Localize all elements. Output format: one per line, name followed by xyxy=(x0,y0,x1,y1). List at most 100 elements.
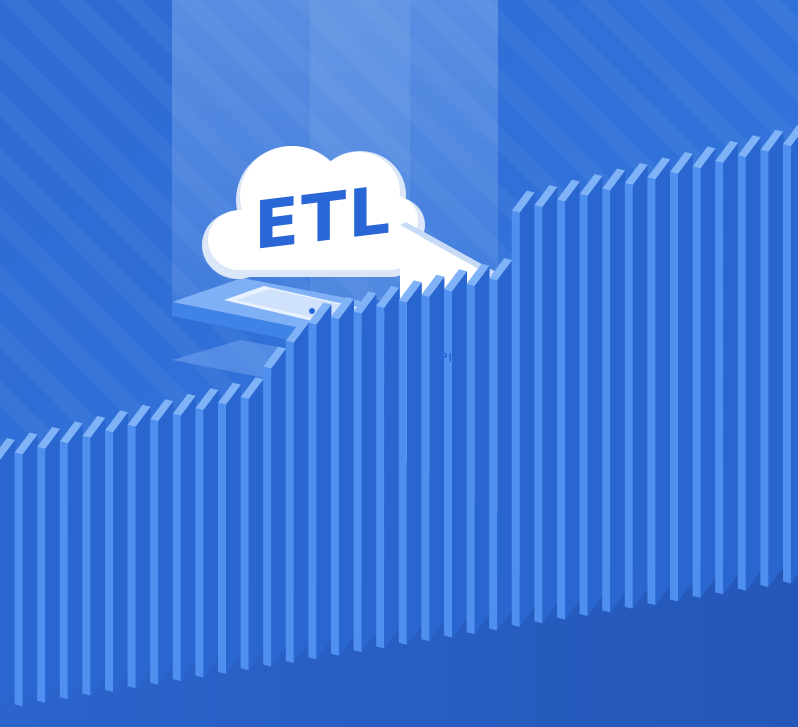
fin-top xyxy=(783,124,798,147)
fin-top xyxy=(421,274,445,297)
fin-side xyxy=(90,417,106,696)
fin-side xyxy=(610,170,626,613)
fin-face xyxy=(150,419,159,685)
fin-top xyxy=(376,285,400,308)
fin-side xyxy=(452,271,467,638)
fin-top xyxy=(647,157,671,180)
fin-top xyxy=(489,258,513,281)
fin-face xyxy=(624,182,633,609)
fin-side xyxy=(113,412,128,692)
fin-face xyxy=(127,424,136,689)
fin-face xyxy=(602,188,611,613)
fin-side xyxy=(135,406,151,689)
fin-side xyxy=(542,187,558,624)
fin-top xyxy=(14,432,38,455)
fin-side xyxy=(406,282,422,645)
fin-wall xyxy=(0,124,798,710)
fin-top xyxy=(331,296,354,319)
fin-side xyxy=(565,181,580,620)
fin-face xyxy=(647,177,656,606)
fin-face xyxy=(783,144,791,584)
fin-top xyxy=(218,382,241,405)
fin-top xyxy=(579,174,603,197)
fin-top xyxy=(398,280,422,303)
fin-top xyxy=(127,404,151,427)
fin-top xyxy=(466,263,490,286)
fin-top xyxy=(59,421,83,444)
fin-face xyxy=(421,294,430,642)
fin-face xyxy=(715,160,724,595)
fin-face xyxy=(195,408,204,678)
fin-top xyxy=(557,179,580,202)
fin-face xyxy=(353,311,362,653)
fin-side xyxy=(700,148,716,598)
fin-face xyxy=(760,149,769,588)
fin-side xyxy=(768,131,784,588)
fin-face xyxy=(82,435,91,696)
fin-top xyxy=(105,410,128,433)
fin-top xyxy=(511,190,535,213)
fin-face xyxy=(285,340,294,663)
fin-top xyxy=(534,185,558,208)
fin-face xyxy=(331,316,339,656)
fin-top xyxy=(37,426,61,449)
fin-top xyxy=(285,320,309,343)
fin-side xyxy=(22,434,38,707)
fin-side xyxy=(791,136,798,584)
bg-stripe xyxy=(754,0,798,44)
fin-face xyxy=(240,397,249,671)
fin-top xyxy=(172,393,196,416)
fin-face xyxy=(444,289,452,638)
fin-face xyxy=(376,305,385,649)
fin-side xyxy=(497,260,513,631)
fin-face xyxy=(511,210,520,627)
fin-side xyxy=(45,428,61,703)
fin-top xyxy=(670,151,693,174)
dot-1 xyxy=(309,308,315,314)
fin-top xyxy=(240,377,264,400)
fin-side xyxy=(293,322,309,663)
fin-top xyxy=(150,399,174,422)
fin-side xyxy=(0,440,15,710)
fin-top xyxy=(263,346,287,369)
fin-side xyxy=(519,192,535,627)
fin-top xyxy=(353,291,377,314)
fin-face xyxy=(59,441,68,700)
fin-side xyxy=(655,159,671,606)
fin-side xyxy=(678,153,693,602)
fin-top xyxy=(624,162,648,185)
fin-top xyxy=(308,302,332,325)
fin-side xyxy=(361,293,377,653)
fin-face xyxy=(218,402,226,674)
fin-top xyxy=(195,388,219,411)
fin-side xyxy=(587,176,603,616)
fin-side xyxy=(67,423,83,700)
fin-top xyxy=(737,135,761,158)
bg-stripe xyxy=(638,0,798,160)
fin-face xyxy=(37,446,46,703)
fin-top xyxy=(715,140,739,163)
fin-face xyxy=(737,155,746,591)
fin-side xyxy=(203,390,219,678)
fin-side xyxy=(271,348,287,667)
fin-side xyxy=(339,298,354,656)
fin-top xyxy=(82,415,106,438)
fin-face xyxy=(466,283,475,635)
fin-side xyxy=(226,384,241,674)
fin-side xyxy=(158,401,174,685)
fin-face xyxy=(105,430,113,692)
fin-side xyxy=(745,137,761,591)
fin-face xyxy=(489,278,498,631)
fin-top xyxy=(760,129,784,152)
fin-face xyxy=(557,199,565,620)
fin-side xyxy=(632,164,648,609)
fin-face xyxy=(670,171,678,602)
fin-top xyxy=(692,146,716,169)
fin-side xyxy=(248,379,264,671)
fin-face xyxy=(398,300,407,645)
fin-top xyxy=(0,438,15,460)
fin-top xyxy=(602,168,626,191)
bg-stripe xyxy=(696,0,798,102)
